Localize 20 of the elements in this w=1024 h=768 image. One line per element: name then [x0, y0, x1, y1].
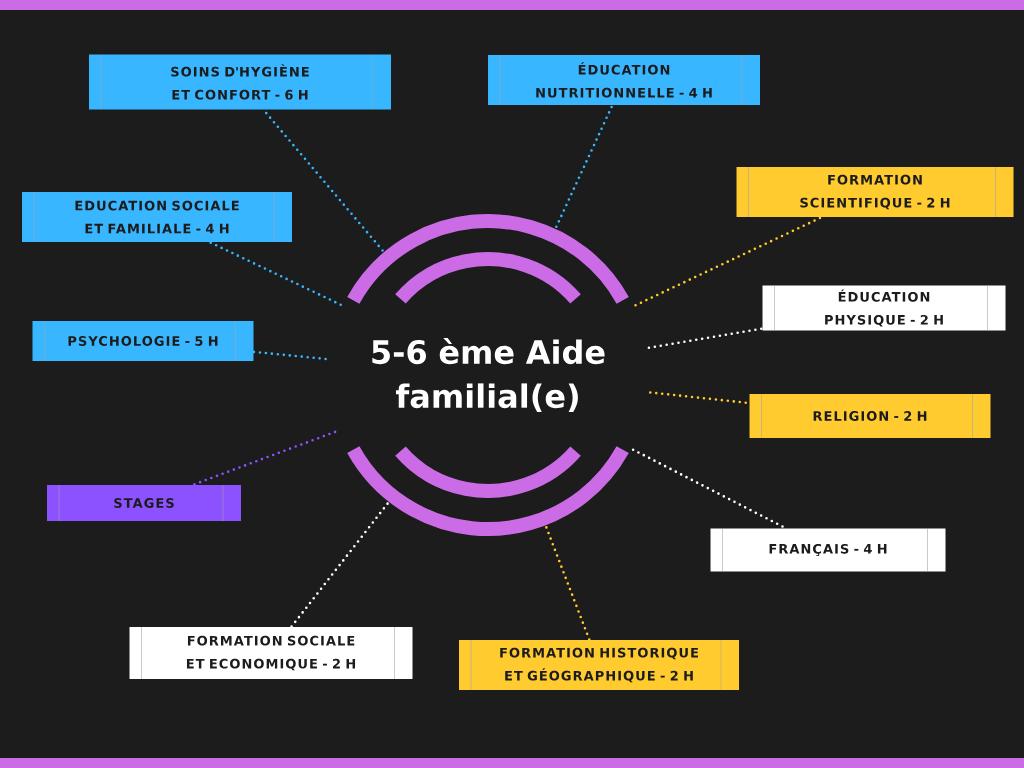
dotted-connector [634, 215, 824, 307]
topic-box: ÉDUCATION NUTRITIONNELLE - 4 H [488, 55, 760, 105]
dotted-connector [191, 430, 337, 487]
topic-box: FRANÇAIS - 4 H [710, 528, 946, 572]
dotted-connector [545, 526, 591, 642]
topic-box: RELIGION - 2 H [749, 394, 991, 438]
topic-box: FORMATION HISTORIQUE ET GÉOGRAPHIQUE - 2 H [459, 640, 739, 690]
dotted-connector [290, 502, 389, 629]
topic-box: EDUCATION SOCIALE ET FAMILIALE - 4 H [22, 192, 292, 242]
dotted-connector [252, 350, 327, 361]
topic-box: FORMATION SCIENTIFIQUE - 2 H [736, 167, 1014, 217]
topic-box: PSYCHOLOGIE - 5 H [32, 321, 254, 361]
topic-box: ÉDUCATION PHYSIQUE - 2 H [762, 285, 1006, 331]
topic-box: FORMATION SOCIALE ET ECONOMIQUE - 2 H [129, 627, 413, 679]
dotted-connector [555, 103, 614, 229]
topic-box: STAGES [47, 485, 241, 521]
dotted-connector [208, 240, 343, 307]
topic-box: SOINS D'HYGIÈNE ET CONFORT - 6 H [89, 54, 391, 110]
dotted-connector [647, 327, 764, 350]
title-text: 5-6 ème Aide familial(e) [372, 338, 605, 412]
